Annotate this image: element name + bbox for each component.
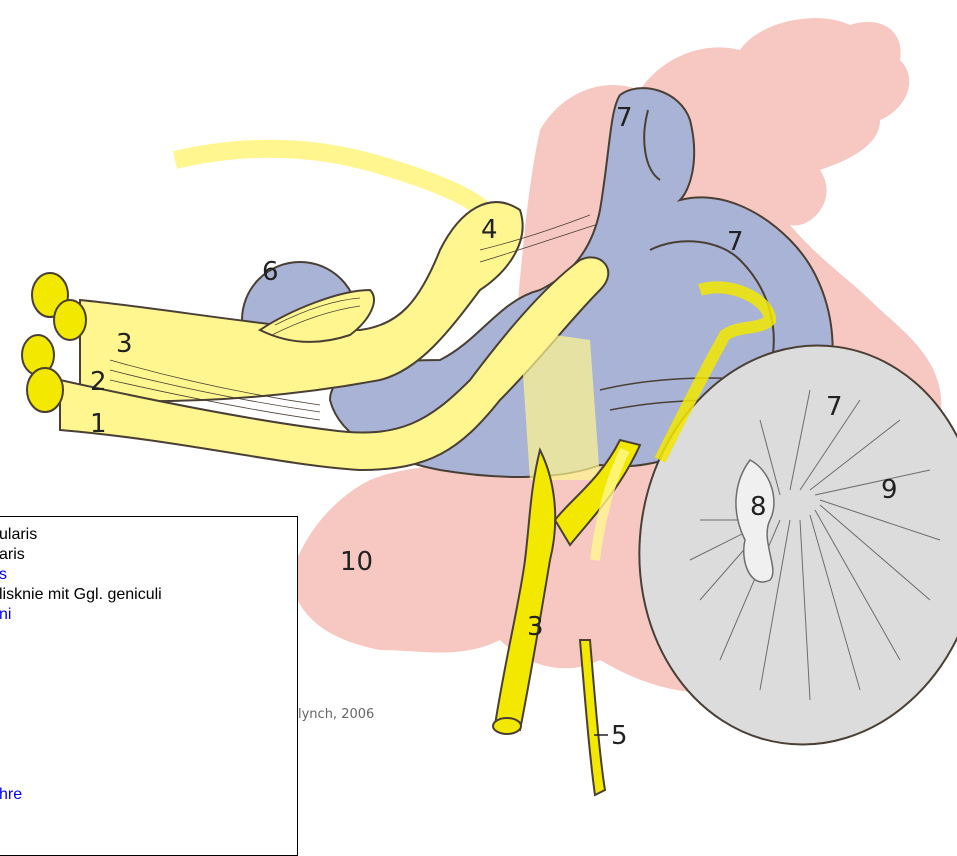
label-10: 10: [340, 547, 373, 577]
legend-link-6[interactable]: hre: [0, 785, 298, 805]
label-2: 2: [90, 367, 107, 397]
legend-item-2: aris: [0, 545, 298, 565]
nerve-5-thin: [580, 640, 605, 795]
legend-link-3[interactable]: s: [0, 565, 298, 585]
label-9: 9: [881, 475, 898, 505]
label-6: 6: [262, 257, 279, 287]
chorda-column: [520, 330, 600, 480]
label-5: 5: [611, 721, 628, 751]
legend-link-5[interactable]: ni: [0, 605, 298, 625]
label-8: 8: [750, 492, 767, 522]
label-7-right: 7: [826, 392, 843, 422]
legend-item-4: lisknie mit Ggl. geniculi: [0, 585, 298, 605]
label-3-lower: 3: [527, 612, 544, 642]
label-4: 4: [481, 215, 498, 245]
legend-box: ularis aris s lisknie mit Ggl. geniculi …: [0, 516, 298, 856]
nerve-upper-strand: [175, 149, 490, 215]
legend-item-1: ularis: [0, 525, 298, 545]
credit-text: lynch, 2006: [298, 707, 374, 722]
label-7-top: 7: [616, 103, 633, 133]
label-1: 1: [90, 409, 107, 439]
label-3-upper: 3: [116, 329, 133, 359]
label-7-mid: 7: [727, 227, 744, 257]
